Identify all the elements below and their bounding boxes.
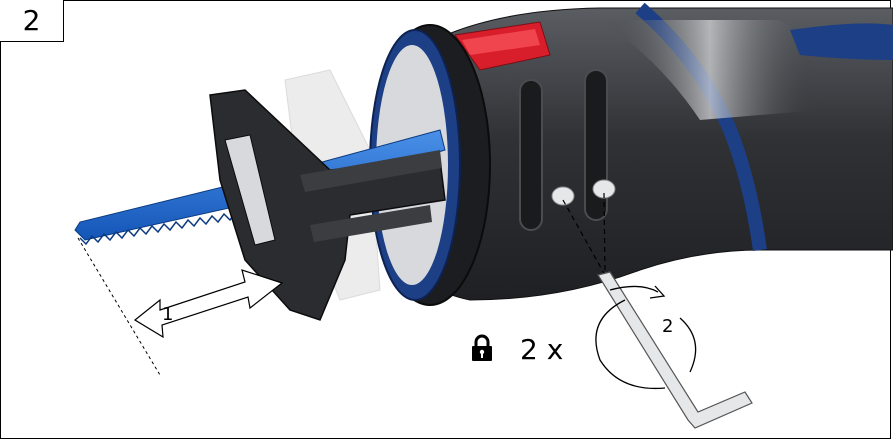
step-number: 2 [0, 0, 64, 42]
double-arrow-icon [133, 269, 284, 339]
alignment-guide [77, 237, 161, 376]
saw-shoe [209, 89, 446, 321]
quantity-label: 2 x [520, 333, 564, 366]
hex-key-icon [597, 271, 753, 429]
saw-body [369, 2, 893, 306]
lock-icon [472, 334, 492, 361]
rotate-arrow-icon [595, 285, 697, 390]
adjust-callout-label: 1 [162, 304, 174, 325]
rotate-callout-label: 2 [662, 316, 674, 337]
